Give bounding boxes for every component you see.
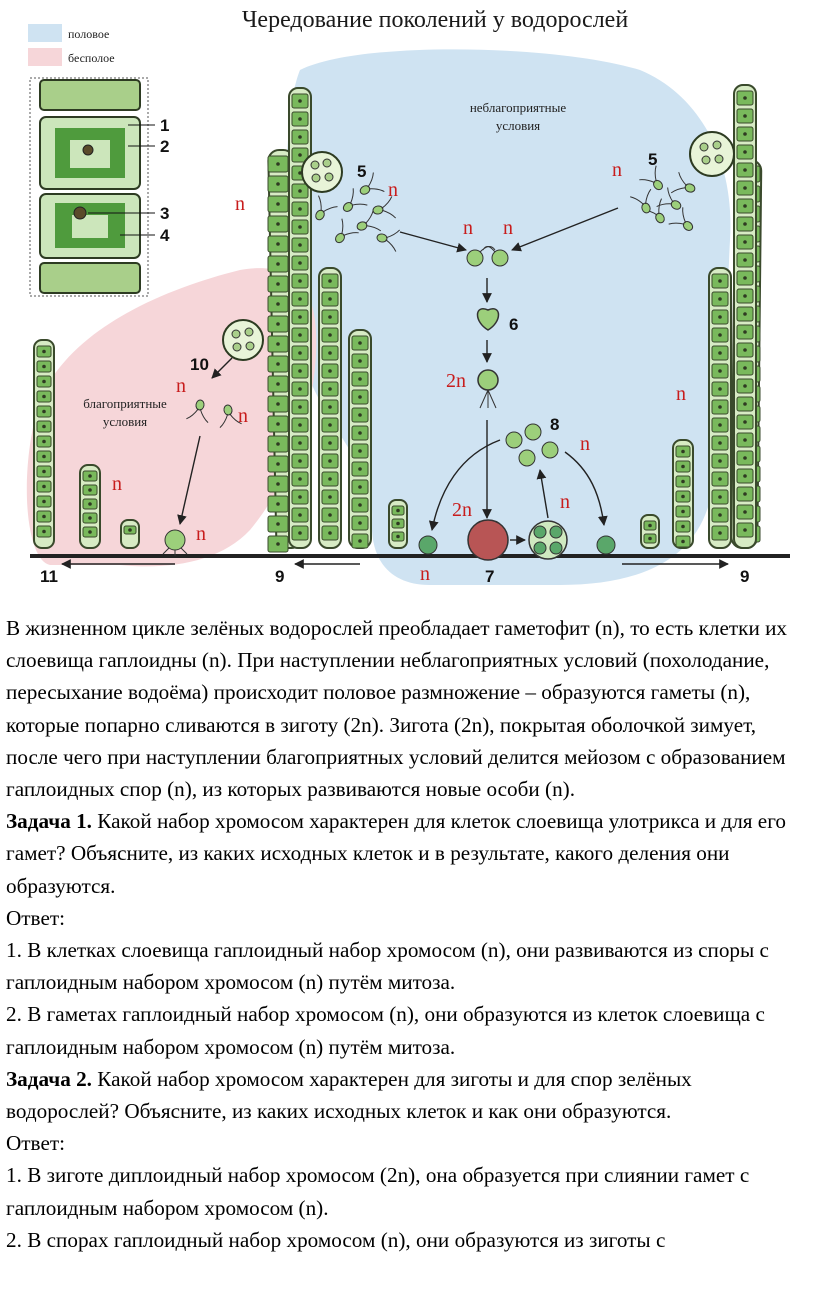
ploidy-n: n [560, 491, 570, 513]
inset-number-1: 1 [160, 116, 169, 135]
gamete [668, 207, 694, 231]
task-2-answer-label: Ответ: [6, 1131, 65, 1156]
gamete [656, 187, 682, 210]
task-1-label: Задача 1. [6, 809, 92, 834]
stage-number-8: 8 [550, 415, 559, 434]
task-2-answer-2: 2. В спорах гаплоидный набор хромосом (n… [6, 1227, 666, 1252]
gamete [376, 229, 401, 252]
condition-favorable-line1: благоприятные [83, 396, 167, 411]
ploidy-n: n [176, 375, 186, 397]
filament [388, 499, 408, 549]
stage-number-10: 10 [190, 355, 209, 374]
condition-unfavorable-line1: неблагоприятные [470, 100, 567, 115]
gametangium-left [301, 151, 343, 193]
filament [288, 87, 312, 549]
condition-favorable-line2: условия [103, 414, 147, 429]
gametangium-right [689, 131, 735, 177]
gamete [315, 195, 338, 221]
filament [348, 329, 372, 549]
meiospores [505, 423, 559, 467]
ploidy-n: n [238, 405, 248, 427]
gamete [639, 165, 663, 191]
stage-number-6: 6 [509, 315, 518, 334]
ploidy-n: n [676, 383, 686, 405]
stage-number-11: 11 [40, 567, 58, 586]
filament [708, 267, 732, 549]
gamete [670, 172, 696, 194]
spore-left [418, 535, 438, 555]
ploidy-n: n [420, 563, 430, 585]
inset-number-4: 4 [160, 226, 170, 245]
task-1-text: Какой набор хромосом характерен для клет… [6, 809, 786, 898]
task-2-text: Какой набор хромосом характерен для зиго… [6, 1066, 692, 1124]
ploidy-n: n [235, 193, 245, 215]
legend-swatch-asexual [28, 48, 62, 66]
filament [120, 519, 140, 549]
filament [33, 339, 55, 549]
stage-number-9-right: 9 [740, 567, 749, 586]
gamete [359, 172, 385, 195]
resting-zygote [467, 519, 509, 561]
ploidy-n: n [612, 159, 622, 181]
sporangium [222, 319, 264, 361]
filament [640, 514, 660, 549]
gametes-and-spores [186, 165, 696, 429]
legend-swatch-sexual [28, 24, 62, 42]
task-1-question: Задача 1. Какой набор хромосом характере… [6, 805, 806, 902]
task-1-answer-2: 2. В гаметах гаплоидный набор хромосом (… [6, 1002, 765, 1059]
sexual-zone [286, 49, 731, 585]
zygote-forming [476, 308, 500, 331]
ploidy-2n: 2n [446, 370, 466, 392]
inset-number-2: 2 [160, 137, 169, 156]
condition-unfavorable-line2: условия [496, 118, 540, 133]
ploidy-labels: n n n n n 2n n n n 2n n n n n n [112, 159, 686, 585]
stage-number-5-left: 5 [357, 162, 366, 181]
gamete [186, 399, 209, 424]
ploidy-n: n [196, 523, 206, 545]
filament [672, 439, 694, 549]
inset-number-3: 3 [160, 204, 169, 223]
stage-number-7: 7 [485, 567, 494, 586]
ploidy-2n: 2n [452, 499, 472, 521]
gamete [335, 218, 359, 244]
spore-right [596, 535, 616, 555]
dividing-zygote [528, 520, 568, 560]
body-text: В жизненном цикле зелёных водорослей пре… [6, 612, 806, 1256]
algae-filaments [33, 84, 763, 553]
ploidy-n: n [503, 217, 513, 239]
fusing-gametes [466, 246, 509, 267]
intro-paragraph: В жизненном цикле зелёных водорослей пре… [6, 616, 788, 802]
stage-number-9-left: 9 [275, 567, 284, 586]
task-1-answer-1: 1. В клетках слоевища гаплоидный набор х… [6, 938, 769, 995]
gamete [630, 188, 652, 214]
gamete [219, 404, 242, 429]
zygote-2n [477, 369, 499, 409]
filament-inset: 1 2 3 4 [29, 77, 170, 297]
legend-label-asexual: бесполое [68, 51, 115, 65]
stage-number-5-right: 5 [648, 150, 657, 169]
ploidy-n: n [112, 473, 122, 495]
task-2-question: Задача 2. Какой набор хромосом характере… [6, 1063, 806, 1127]
gamete [372, 196, 397, 219]
ploidy-n: n [463, 217, 473, 239]
filament [79, 464, 101, 549]
figure-title: Чередование поколений у водорослей [242, 7, 629, 33]
legend: половое бесполое [28, 24, 115, 66]
task-1-answer-label: Ответ: [6, 905, 65, 930]
filament [318, 267, 342, 549]
task-2-answer-1: 1. В зиготе диплоидный набор хромосом (2… [6, 1163, 750, 1220]
arrows [61, 207, 729, 569]
ploidy-n: n [388, 179, 398, 201]
filament [733, 84, 757, 549]
alternation-of-generations-figure: Чередование поколений у водорослей полов… [0, 0, 816, 600]
settling-zoospore [162, 529, 188, 556]
ploidy-n: n [580, 433, 590, 455]
gamete [342, 188, 368, 212]
legend-label-sexual: половое [68, 27, 109, 41]
task-2-label: Задача 2. [6, 1066, 92, 1091]
